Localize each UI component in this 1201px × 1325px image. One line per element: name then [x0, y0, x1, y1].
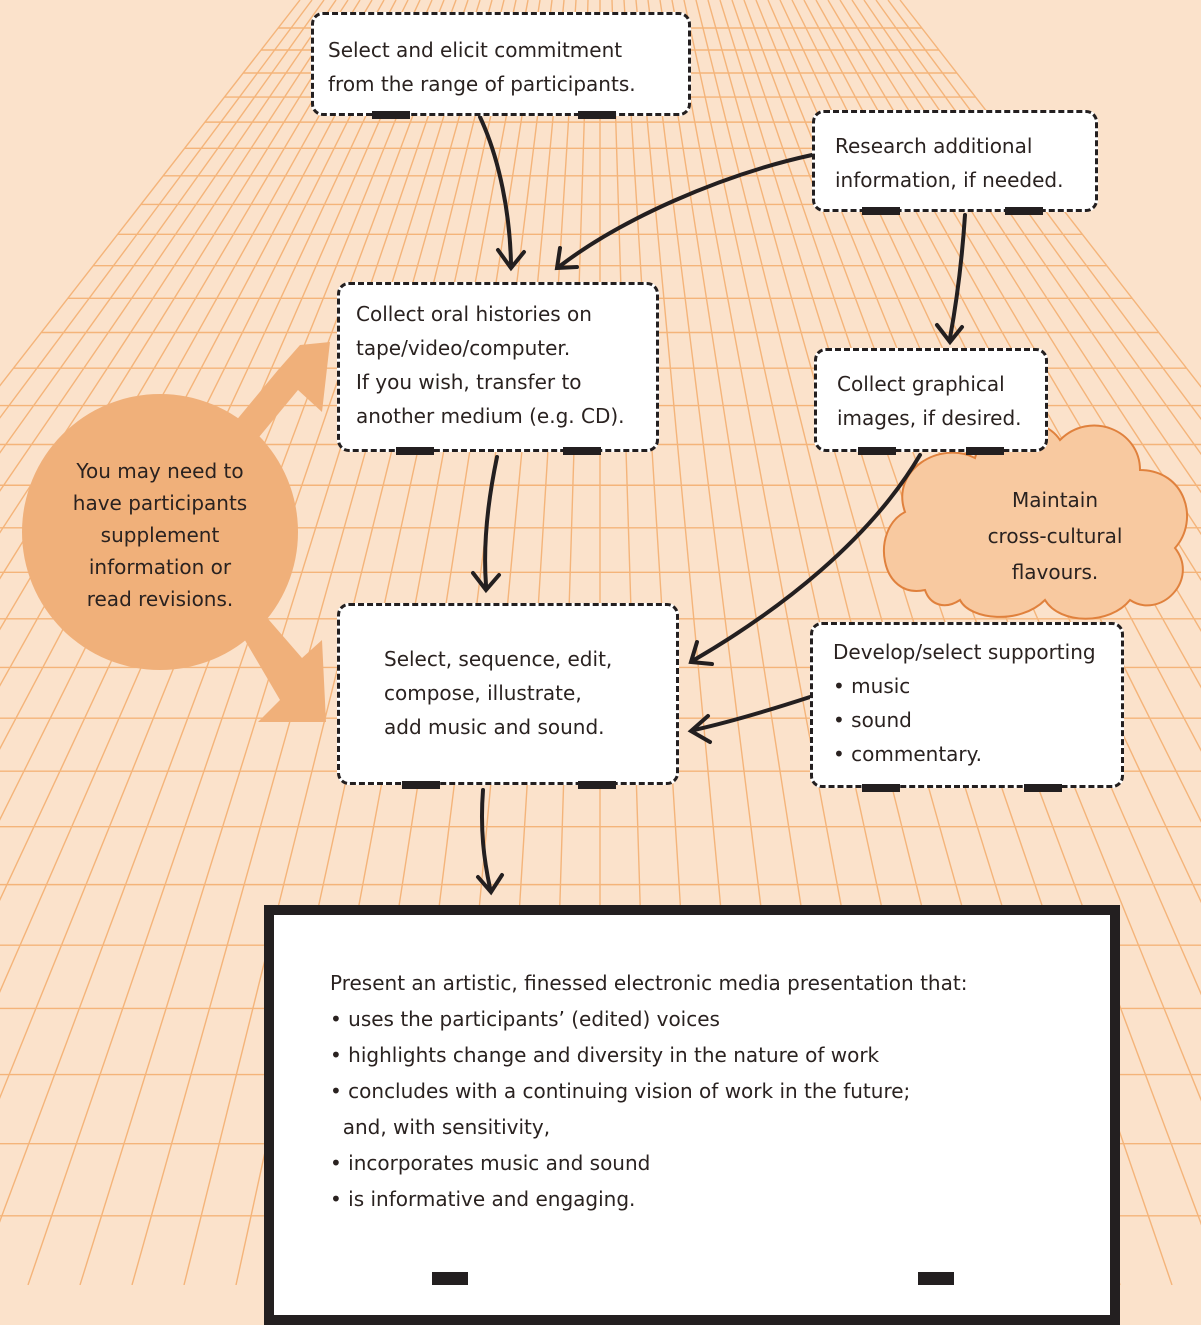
- arrow-images-to-edit: [692, 453, 922, 662]
- arrowhead-collect-to-edit: [471, 571, 501, 594]
- connector-tab: [858, 447, 896, 455]
- arrowhead-research-to-collect: [554, 246, 579, 271]
- connector-tab: [432, 1272, 468, 1285]
- grid-line: [0, 0, 385, 687]
- arrowhead-select-to-collect: [496, 248, 526, 272]
- box-text-line: • sound: [833, 708, 912, 732]
- select-participants-box: Select and elicit commitment from the ra…: [311, 12, 691, 116]
- cloud-line: cross-cultural: [987, 524, 1123, 548]
- cloud-line: Maintain: [1011, 488, 1099, 512]
- arrow-supporting-to-edit: [692, 695, 812, 732]
- connector-tab: [1005, 207, 1043, 215]
- callout-line: read revisions.: [86, 587, 234, 611]
- box-text-line: information, if needed.: [835, 168, 1064, 192]
- box-text-line: Develop/select supporting: [833, 640, 1096, 664]
- final-text-line: • concludes with a continuing vision of …: [330, 1079, 911, 1103]
- grid-line: [0, 0, 361, 580]
- connector-tab: [578, 111, 616, 119]
- edit-compose-box: Select, sequence, edit, compose, illustr…: [337, 603, 679, 785]
- collect-oral-histories-box: Collect oral histories on tape/video/com…: [337, 282, 659, 452]
- arrow-collect-to-edit: [483, 455, 499, 587]
- grid-line: [851, 0, 1201, 536]
- arrowhead-research-to-images: [935, 323, 964, 346]
- box-text-line: Select, sequence, edit,: [384, 647, 613, 671]
- arrow-research-to-images: [948, 213, 967, 340]
- final-text-line: and, with sensitivity,: [330, 1115, 551, 1139]
- connector-tab: [396, 447, 434, 455]
- box-text-line: • music: [833, 674, 911, 698]
- grid-line: [0, 0, 337, 492]
- connector-tab: [918, 1272, 954, 1285]
- callout-line: supplement: [100, 523, 220, 547]
- connector-tab: [563, 447, 601, 455]
- supporting-media-box: Develop/select supporting • music • soun…: [810, 622, 1124, 788]
- arrowhead-images-to-edit: [688, 640, 714, 666]
- arrow-select-to-collect: [478, 115, 513, 266]
- grid-line: [131, 0, 493, 1285]
- connector-tab: [862, 207, 900, 215]
- box-text-line: another medium (e.g. CD).: [356, 404, 625, 428]
- box-text-line: add music and sound.: [384, 715, 605, 739]
- grid-line: [0, 0, 325, 454]
- box-text-line: Collect graphical: [837, 372, 1005, 396]
- arrowhead-supporting-to-edit: [687, 714, 712, 744]
- flow-arrows: [471, 115, 967, 896]
- connector-tab: [862, 784, 900, 792]
- box-text-line: Collect oral histories on: [356, 302, 592, 326]
- callout-text: You may need to have participants supple…: [55, 455, 265, 615]
- box-text-line: • commentary.: [833, 742, 982, 766]
- callout-graphic: [22, 342, 1189, 722]
- callout-circle: [22, 394, 298, 670]
- grid-line: [0, 0, 313, 419]
- grid-line: [839, 0, 1201, 582]
- callout-line: information or: [88, 555, 232, 579]
- research-box: Research additional information, if need…: [812, 110, 1098, 212]
- arrow-research-to-collect: [558, 153, 814, 268]
- final-text-line: • highlights change and diversity in the…: [330, 1043, 880, 1067]
- box-text-line: Research additional: [835, 134, 1033, 158]
- connector-tab: [402, 781, 440, 789]
- cloud-line: flavours.: [1011, 560, 1099, 584]
- box-text-line: from the range of participants.: [328, 72, 636, 96]
- grid-line: [815, 0, 1201, 689]
- box-text-line: compose, illustrate,: [384, 681, 582, 705]
- collect-images-box: Collect graphical images, if desired.: [814, 348, 1048, 452]
- callout-line: have participants: [72, 491, 248, 515]
- box-text-line: If you wish, transfer to: [356, 370, 582, 394]
- grid-line: [0, 0, 373, 631]
- connector-tab: [1024, 784, 1062, 792]
- grid-line: [899, 0, 1201, 388]
- box-text-line: images, if desired.: [837, 406, 1022, 430]
- final-text-line: • is informative and engaging.: [330, 1187, 636, 1211]
- grid-line: [0, 0, 397, 750]
- cloud-text: Maintain cross-cultural flavours.: [950, 482, 1160, 590]
- final-presentation-box: Present an artistic, finessed electronic…: [264, 905, 1120, 1325]
- final-text-line: • uses the participants’ (edited) voices: [330, 1007, 720, 1031]
- final-text-line: Present an artistic, finessed electronic…: [330, 971, 968, 995]
- connector-tab: [966, 447, 1004, 455]
- grid-line: [0, 0, 301, 387]
- callout-line: You may need to: [76, 459, 244, 483]
- grid-line: [0, 0, 349, 534]
- grid-line: [827, 0, 1201, 633]
- box-text-line: Select and elicit commitment: [328, 38, 623, 62]
- grid-line: [887, 0, 1201, 421]
- arrowhead-edit-to-final: [476, 873, 504, 896]
- final-text-line: • incorporates music and sound: [330, 1151, 651, 1175]
- connector-tab: [372, 111, 410, 119]
- box-text-line: tape/video/computer.: [356, 336, 571, 360]
- double-arrow-lower-icon: [236, 605, 326, 722]
- connector-tab: [578, 781, 616, 789]
- arrow-edit-to-final: [480, 788, 492, 890]
- grid-line: [803, 0, 1201, 752]
